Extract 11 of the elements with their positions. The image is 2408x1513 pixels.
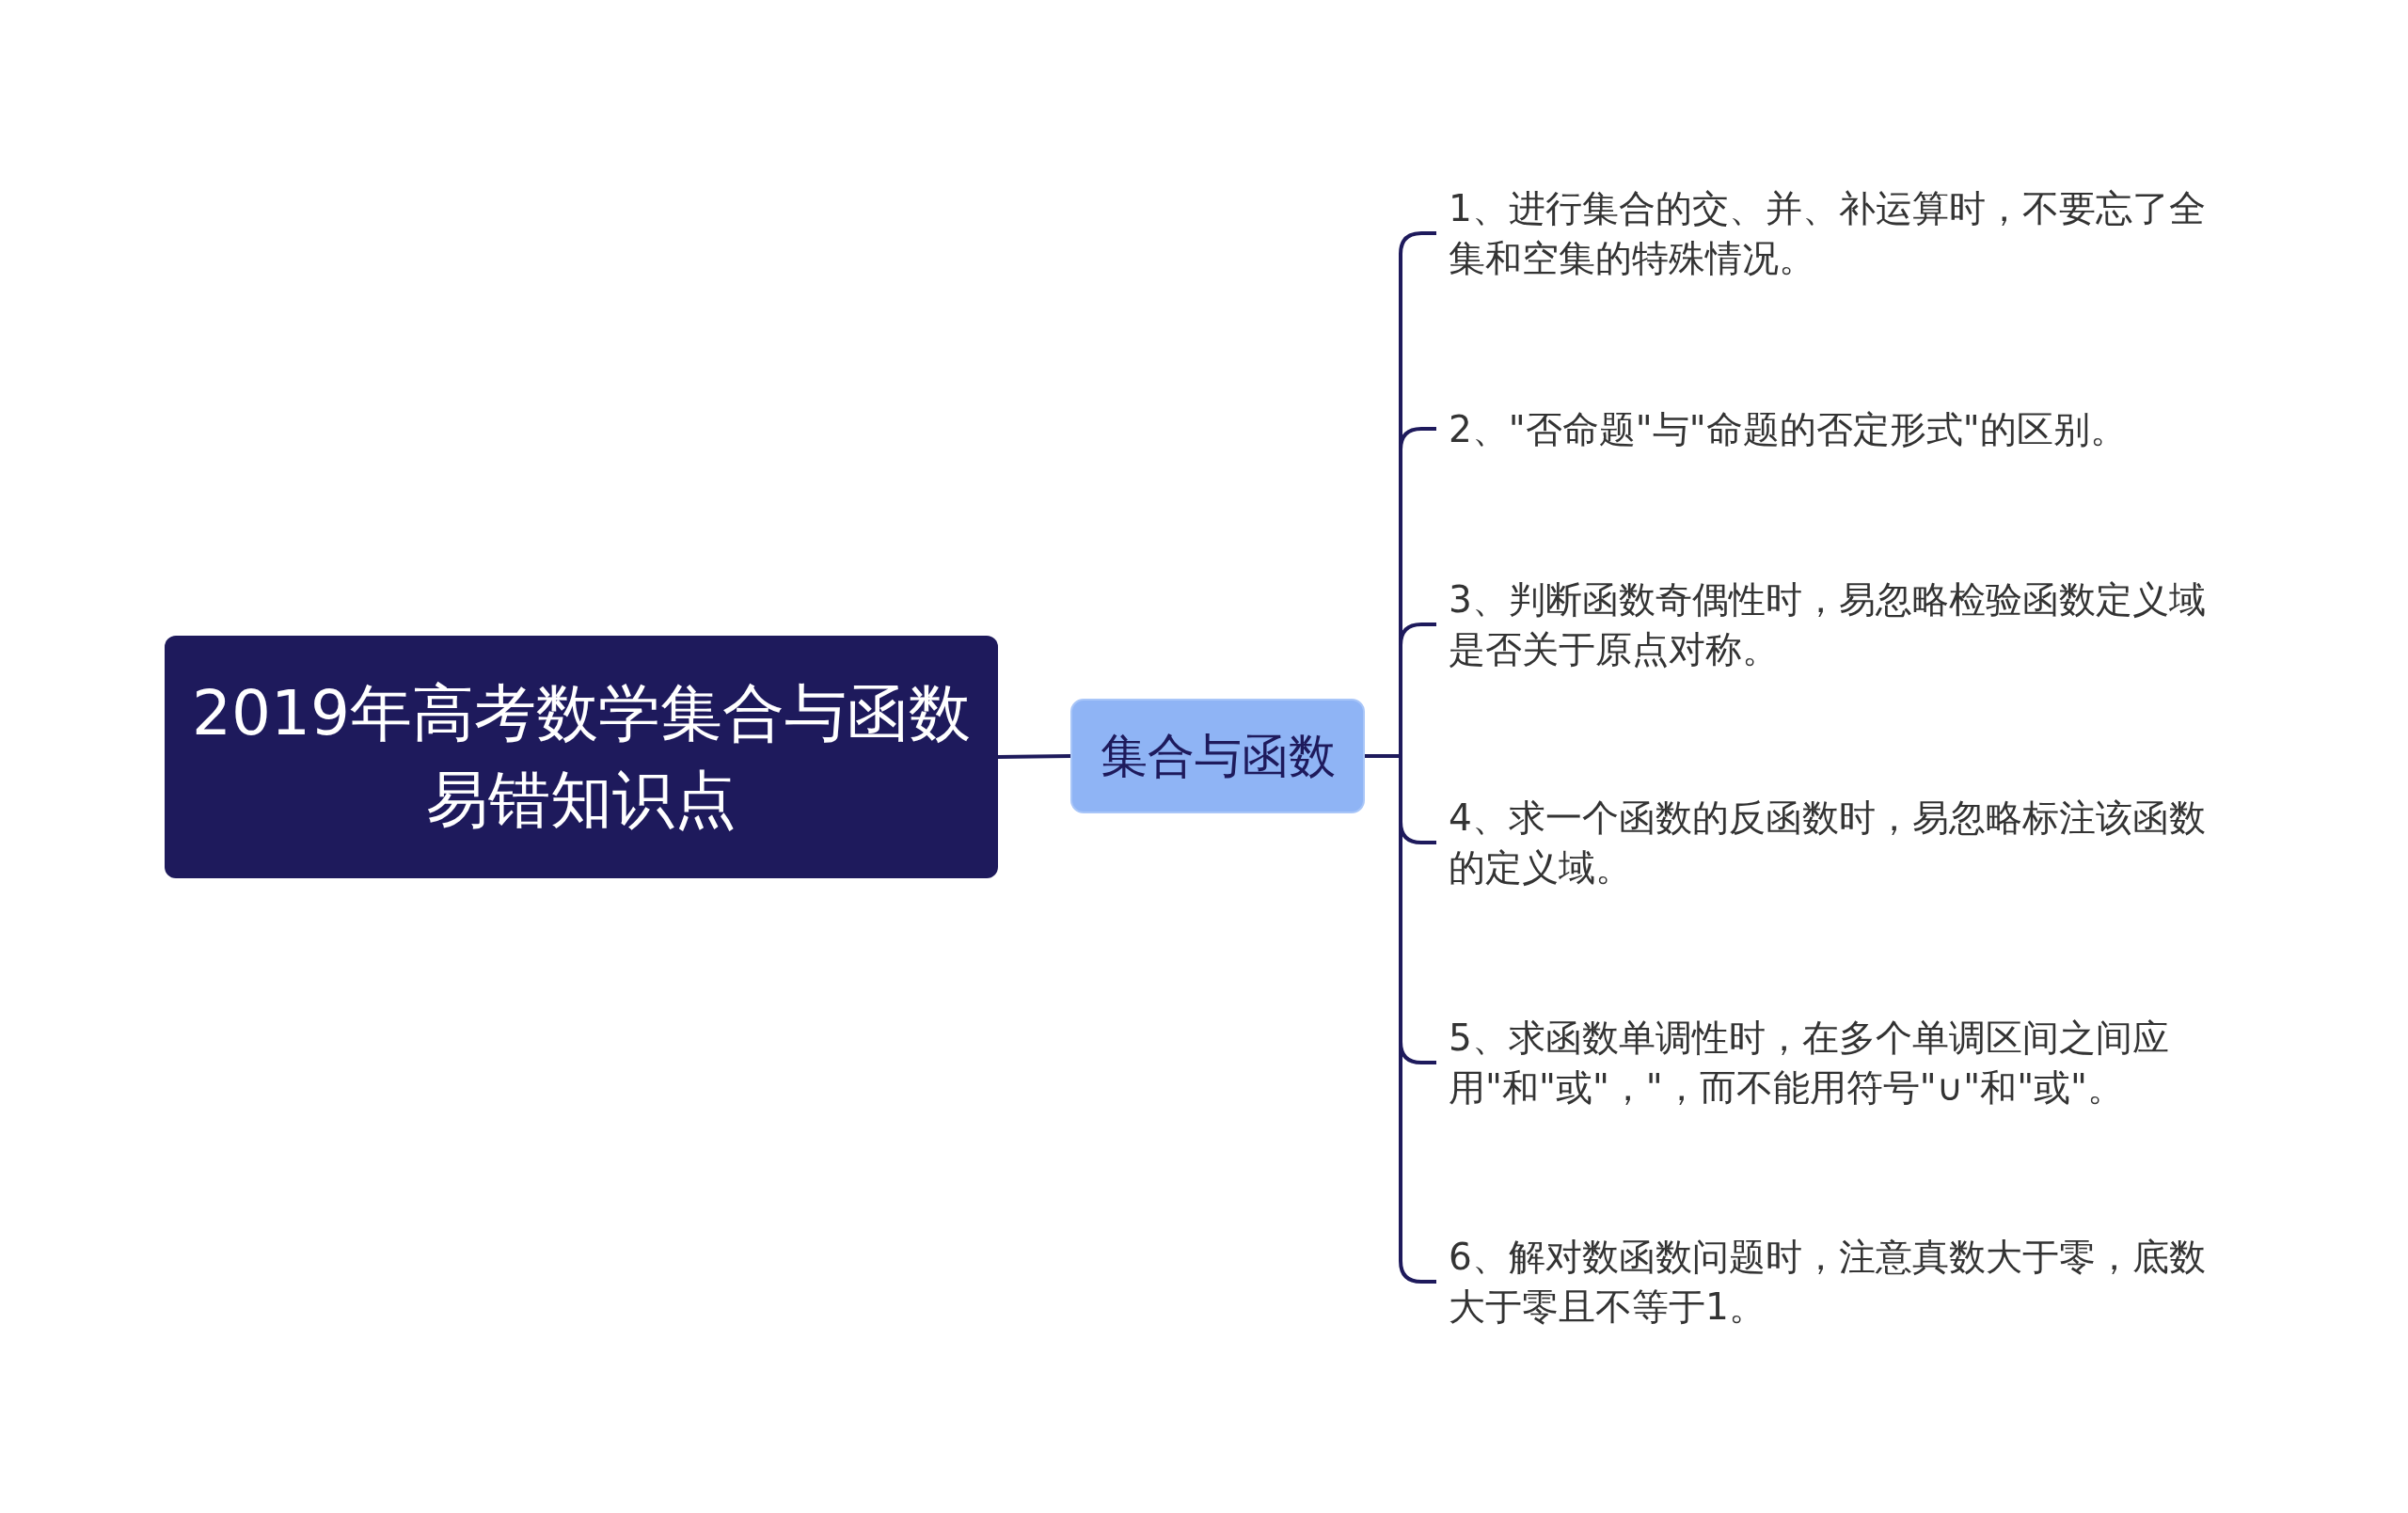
leaf-text: 3、判断函数奇偶性时，易忽略检验函数定义域是否关于原点对称。 bbox=[1449, 577, 2207, 672]
leaf-text: 4、求一个函数的反函数时，易忽略标注该函数的定义域。 bbox=[1449, 796, 2207, 890]
connector-line bbox=[997, 754, 1071, 759]
subtopic-box bbox=[1070, 699, 1365, 813]
leaf-text: 6、解对数函数问题时，注意真数大于零，底数大于零且不等于1。 bbox=[1449, 1235, 2207, 1330]
node-text: 集合与函数 bbox=[1100, 727, 1336, 785]
node-text: 2019年高考数学集合与函数易错知识点 bbox=[191, 676, 972, 838]
leaf-text: 1、进行集合的交、并、补运算时，不要忘了全集和空集的特殊情况。 bbox=[1449, 186, 2207, 281]
leaf-text: 5、求函数单调性时，在多个单调区间之间应用"和"或"，"，而不能用符号"∪"和"或"。 bbox=[1449, 1016, 2170, 1111]
topic-box bbox=[165, 636, 998, 878]
leaf-text: 2、"否命题"与"命题的否定形式"的区别。 bbox=[1449, 406, 2127, 452]
